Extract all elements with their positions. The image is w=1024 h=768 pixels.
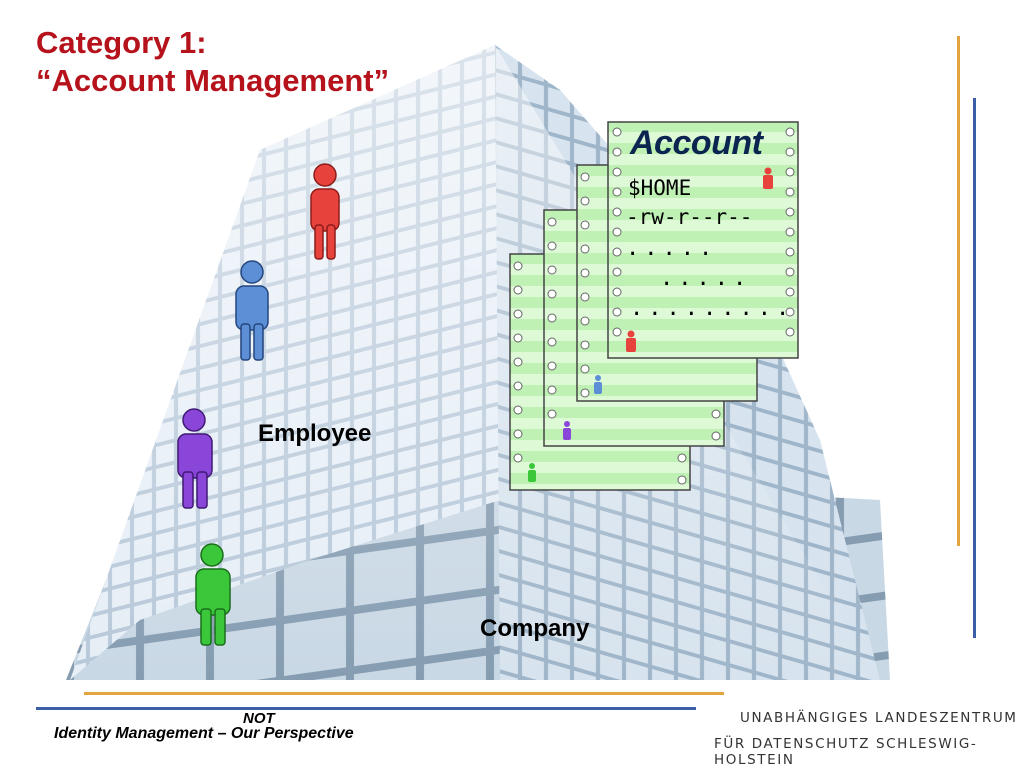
footer-not-text: NOT [243,710,275,727]
decor-horizontal-orange-line [84,692,724,695]
account-sheet-front [607,121,799,359]
person-purple-icon [177,408,213,509]
account-permissions: -rw-r--r-- [626,205,753,229]
account-card-title: Account [630,124,763,162]
person-green-icon [195,543,231,646]
slide-title: Category 1: “Account Management” [36,24,389,100]
sheet-person-purple-icon [563,421,571,440]
brand-line-1: UNABHÄNGIGES LANDESZENTRUM [740,710,1018,726]
decor-vertical-blue-line [973,98,976,638]
title-line-1: Category 1: [36,25,207,60]
person-red-icon [310,163,340,260]
account-dots-line-3: ......... [630,296,795,321]
account-dots-line-1: ..... [626,236,718,261]
account-home-dir: $HOME [628,176,692,200]
sheet-person-blue-icon [594,375,602,394]
sheet-person-red-top-icon [763,167,773,189]
person-blue-icon [235,260,269,361]
decor-vertical-orange-line [957,36,960,546]
footer-subtitle: Identity Management – Our Perspective [54,725,354,742]
sheet-person-red-bottom-icon [626,330,636,352]
decor-horizontal-blue-line [36,707,696,710]
brand-line-2: FÜR DATENSCHUTZ SCHLESWIG-HOLSTEIN [714,736,978,768]
employee-label: Employee [258,420,372,447]
account-dots-line-2: ..... [660,266,752,291]
title-line-2: “Account Management” [36,63,390,98]
sheet-person-green-icon [528,463,536,482]
company-label: Company [480,615,590,642]
